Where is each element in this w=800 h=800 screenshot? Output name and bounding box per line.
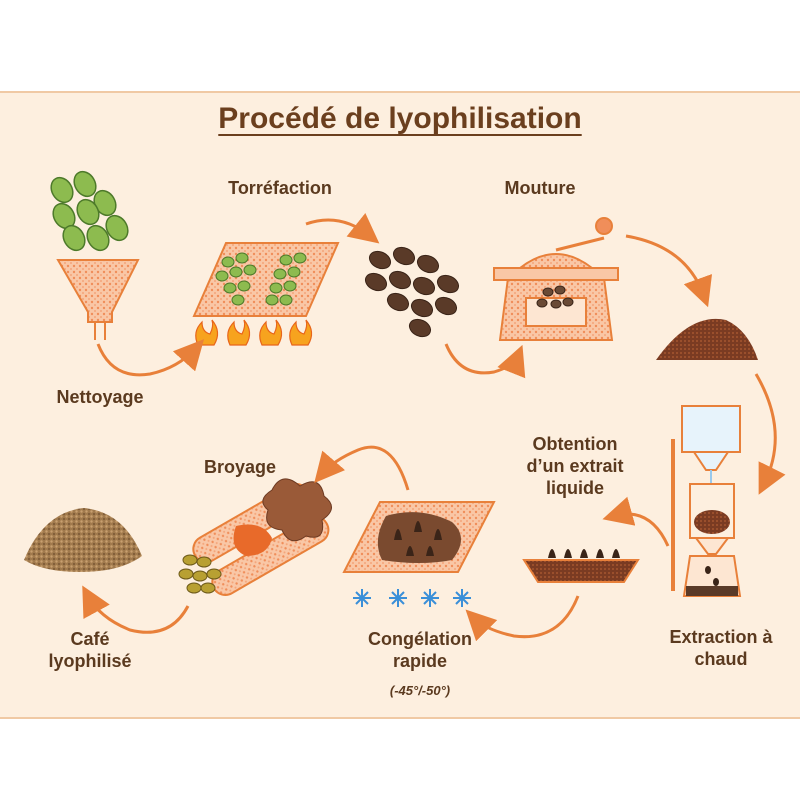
step-label-congelation: Congélation rapide <box>368 629 472 671</box>
crushing-illustration <box>178 478 332 596</box>
step-label-cafe: Café lyophilisé <box>48 629 132 671</box>
freezing-temperature-note: (-45°/-50°) <box>389 683 451 698</box>
step-label-obtention: Obtention d’un extrait liquide <box>526 434 624 498</box>
roasted-beans-illustration <box>364 246 460 338</box>
ground-coffee-pile <box>656 318 758 360</box>
liquid-extract-illustration <box>522 549 640 583</box>
step-label-broyage: Broyage <box>203 457 277 477</box>
cleaning-illustration <box>50 170 140 340</box>
diagram-title: Procédé de lyophilisation <box>218 102 582 135</box>
roasting-illustration <box>192 242 340 346</box>
process-arrows <box>82 213 786 642</box>
step-label-mouture: Mouture <box>504 178 576 198</box>
freeze-dried-coffee-pile <box>24 508 142 572</box>
step-label-nettoyage: Nettoyage <box>56 387 144 407</box>
step-label-extraction: Extraction à chaud <box>669 627 773 669</box>
diagram-panel <box>0 91 800 719</box>
grinder-illustration <box>493 217 619 341</box>
freezing-illustration <box>342 501 496 607</box>
extraction-illustration <box>671 405 742 597</box>
step-label-torrefaction: Torréfaction <box>228 178 332 198</box>
